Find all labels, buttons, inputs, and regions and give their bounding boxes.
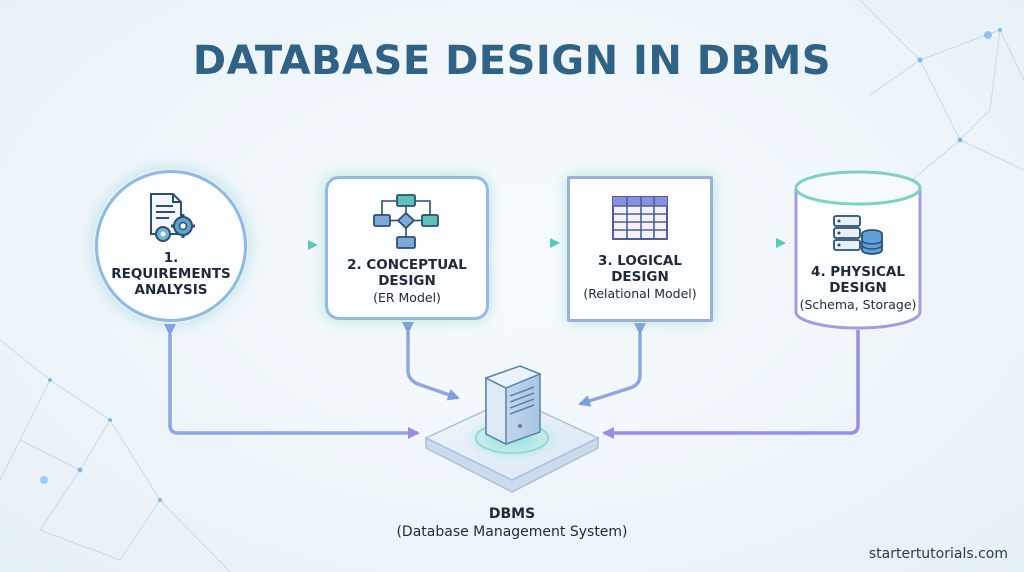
flowchart-icon — [373, 194, 439, 249]
dbms-label: DBMS (Database Management System) — [350, 506, 674, 542]
stage-3-subtitle: (Relational Model) — [583, 286, 697, 301]
server-tower-icon — [424, 365, 600, 493]
stage-requirements-analysis: 1. REQUIREMENTS ANALYSIS — [95, 170, 247, 322]
dbms-subtitle: (Database Management System) — [396, 524, 628, 540]
stage-logical-design: 3. LOGICAL DESIGN (Relational Model) — [567, 176, 713, 322]
link-physical-dbms — [602, 330, 860, 439]
stage-1-title: 1. REQUIREMENTS ANALYSIS — [111, 250, 231, 298]
stage-physical-design: 4. PHYSICAL DESIGN (Schema, Storage) — [793, 170, 923, 332]
cylinder-shape — [794, 170, 922, 330]
stage-2-subtitle: (ER Model) — [373, 290, 441, 305]
stage-3-title: 3. LOGICAL DESIGN — [598, 253, 682, 285]
link-requirements-dbms — [164, 324, 420, 439]
stage-4-title: 4. PHYSICAL DESIGN — [811, 264, 905, 296]
server-database-icon — [833, 215, 883, 255]
dbms-title: DBMS — [488, 506, 536, 522]
table-grid-icon — [612, 196, 668, 240]
document-gears-icon — [150, 193, 195, 242]
page-title: DATABASE DESIGN IN DBMS — [192, 38, 832, 84]
link-conceptual-dbms — [402, 322, 460, 401]
watermark: startertutorials.com — [868, 546, 1008, 562]
stage-conceptual-design: 2. CONCEPTUAL DESIGN (ER Model) — [325, 176, 489, 320]
stage-2-title: 2. CONCEPTUAL DESIGN — [347, 257, 467, 289]
stage-4-subtitle: (Schema, Storage) — [799, 297, 917, 312]
link-logical-dbms — [578, 323, 646, 407]
